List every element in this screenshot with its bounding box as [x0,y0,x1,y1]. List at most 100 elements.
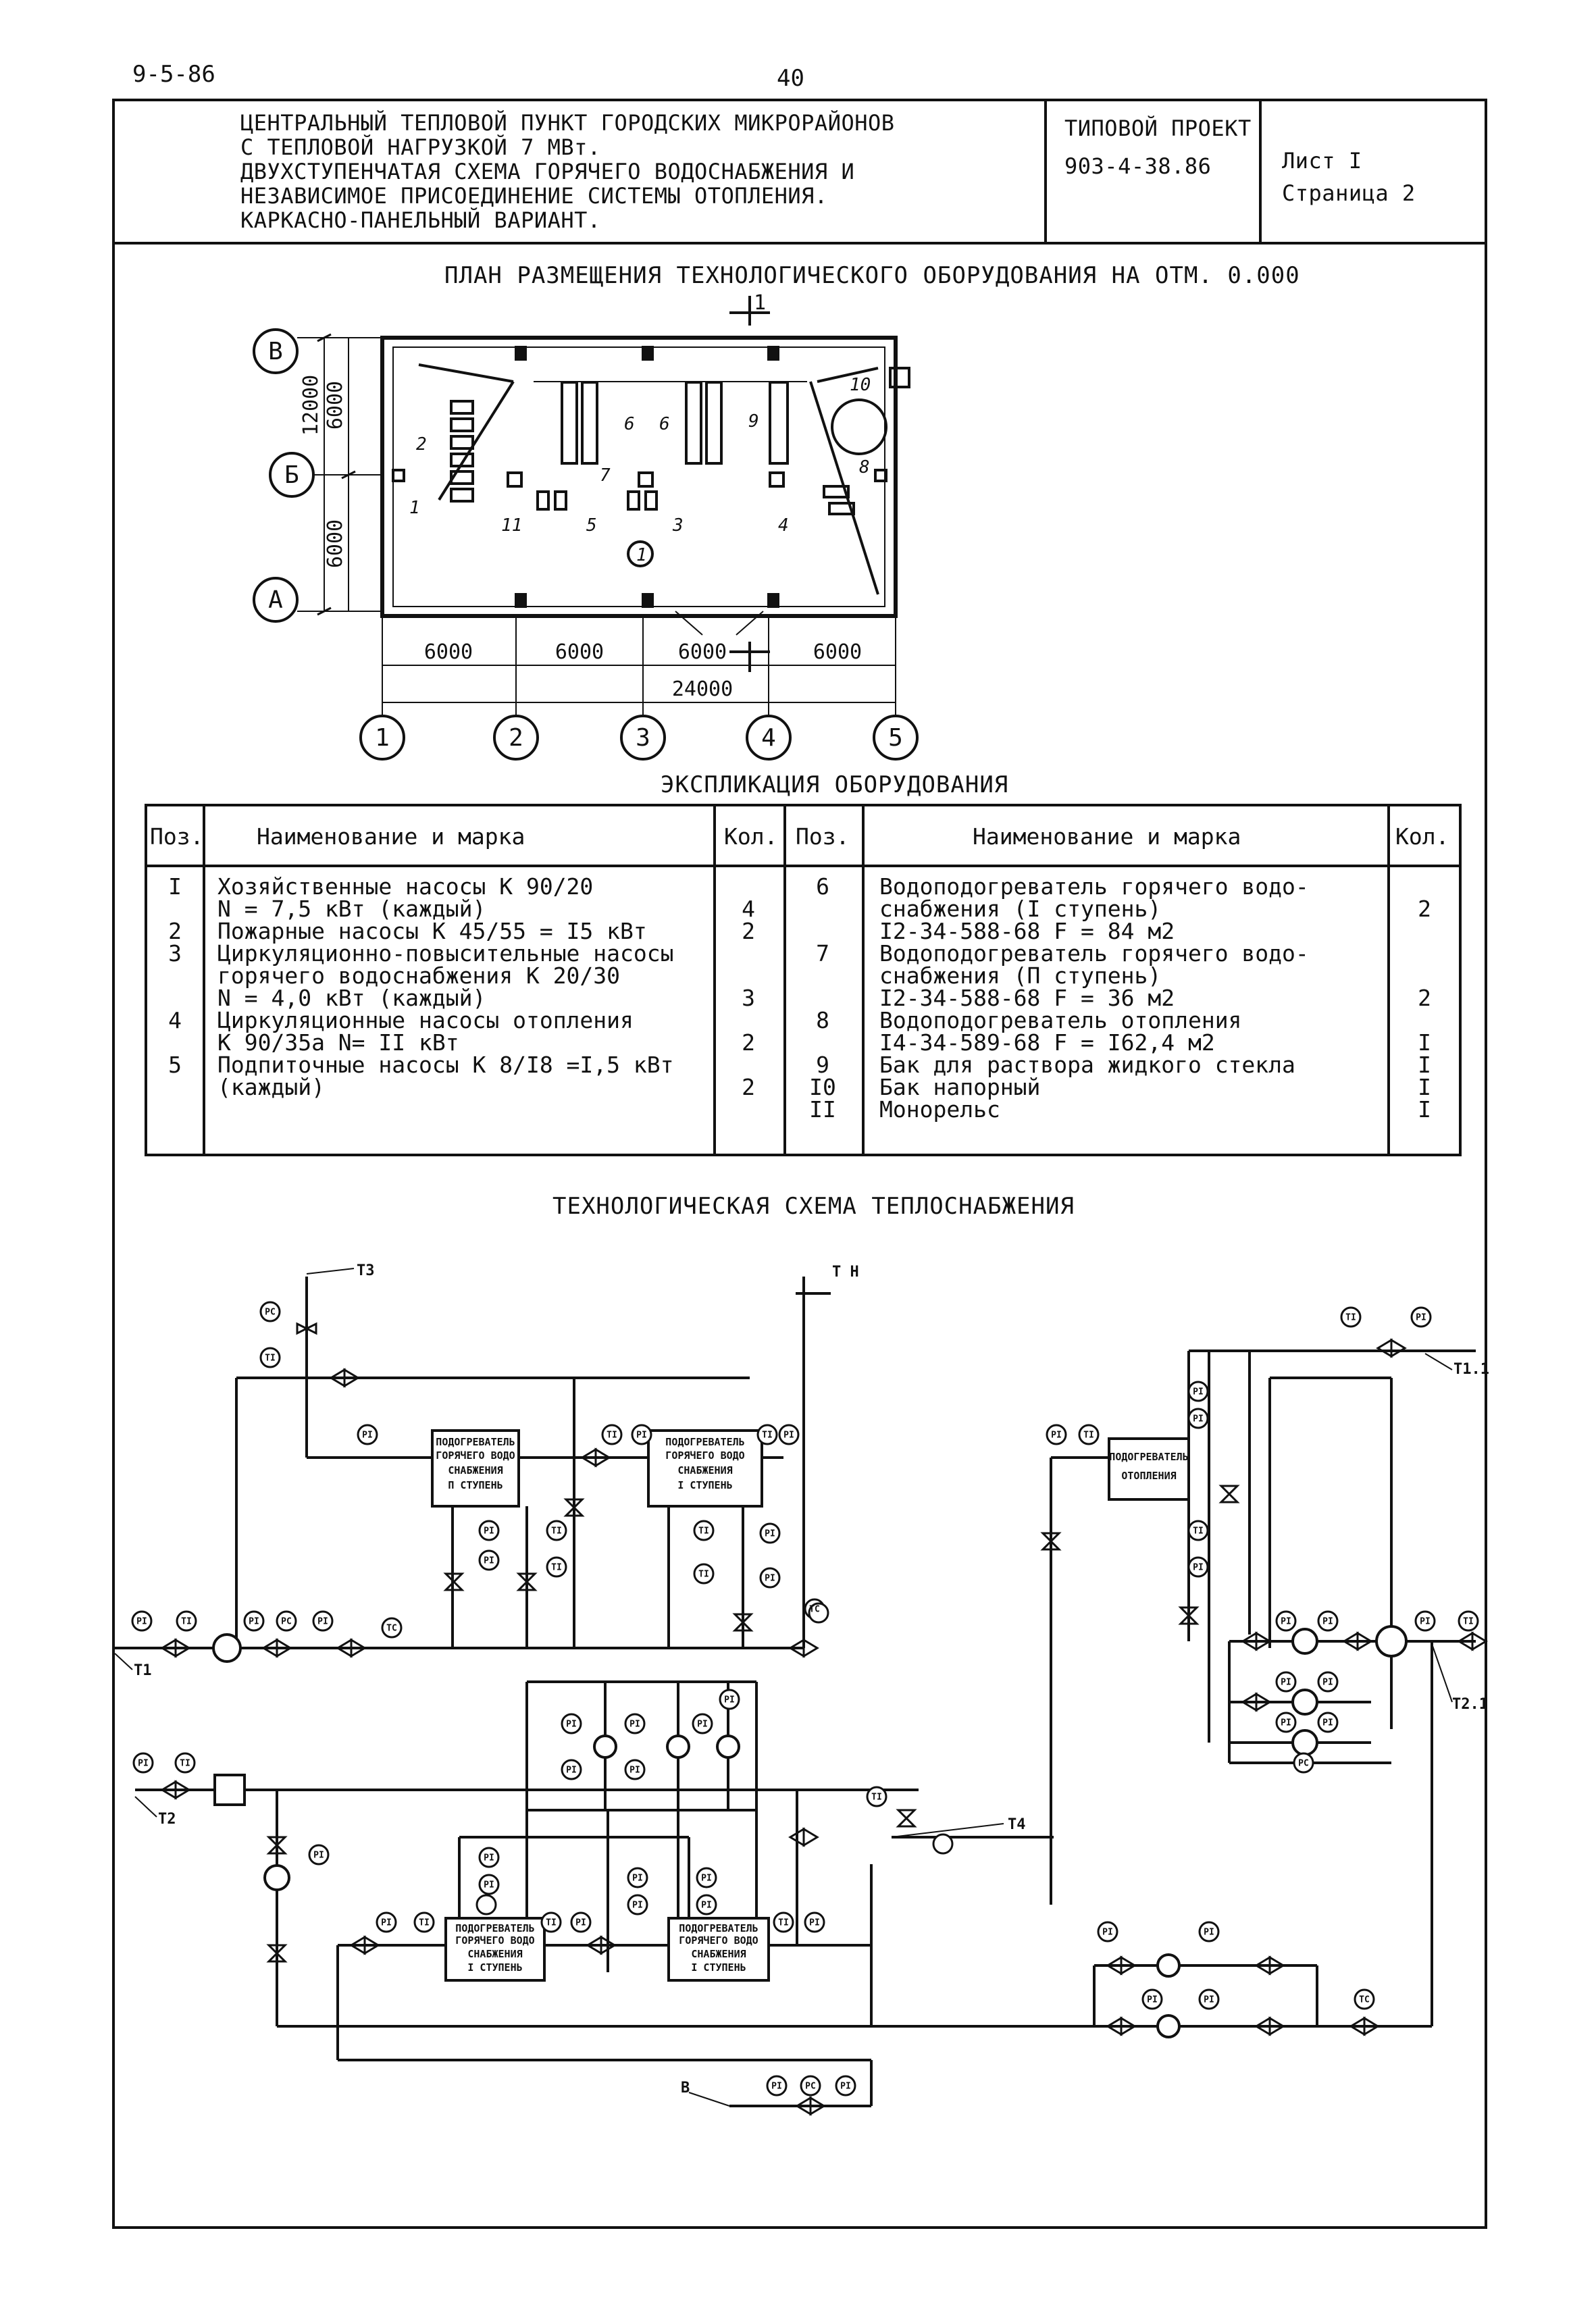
heater-label: ГОРЯЧЕГО ВОДО [679,1934,758,1947]
title-line: НЕЗАВИСИМОЕ ПРИСОЕДИНЕНИЕ СИСТЕМЫ ОТОПЛЕ… [240,183,828,209]
instrument-label: TI [265,1354,276,1364]
pump-icon [1156,2014,1181,2038]
position-tag: 5 [586,515,597,536]
table-cell: 7 [816,940,829,967]
heater-label: I СТУПЕНЬ [677,1479,732,1491]
instrument-label: PI [765,1574,775,1584]
pump-icon [263,1864,290,1891]
gauge-icon [756,1424,778,1445]
pump-icon [593,1734,617,1759]
pump-icon [1375,1625,1408,1657]
table-cell: Подпиточные насосы К 8/I8 =I,5 кВт [217,1052,674,1078]
valve-icon [1254,1955,1285,1976]
pipe-label-t1: Т1 [134,1662,152,1679]
instrument-label: PI [381,1918,392,1928]
instrument-label: PC [805,2082,816,2092]
gauge-icon [692,1713,713,1734]
pipe-label-v: В [681,2080,690,2097]
instrument-label: TC [386,1624,397,1634]
instrument-label: PI [1193,1563,1204,1573]
instrument-label: PI [1204,1995,1214,2005]
gauge-icon [719,1689,740,1710]
gauge-icon [561,1759,582,1780]
gauge-icon [696,1867,717,1888]
header-pos-right: Поз. [796,823,850,850]
building-outline [380,336,898,618]
table-cell [713,1054,783,1076]
page-label: Страница 2 [1282,180,1416,206]
instrument-label: TI [871,1793,882,1803]
instrument-label: PI [1281,1678,1291,1688]
right-name-column: Водоподогреватель горячего водо- снабжен… [879,875,1309,1121]
valve-icon [296,1322,317,1335]
axis-bubble [253,328,299,374]
dim-horizontal-total: 24000 [672,677,733,701]
valve-icon [1178,1606,1200,1625]
instrument-label: TI [698,1570,709,1580]
axis-label-row: Б [284,461,299,489]
drawing-frame: ЦЕНТРАЛЬНЫЙ ТЕПЛОВОЙ ПУНКТ ГОРОДСКИХ МИК… [112,99,1487,2229]
table-cell: N = 4,0 кВт (каждый) [217,985,486,1011]
valve-icon [1106,2016,1137,2036]
page-number: 40 [777,65,804,92]
table-cell: (каждый) [217,1074,325,1100]
dim-vertical: 6000 [324,381,347,430]
instrument-group [131,1301,1479,2097]
valve-icon [788,1638,819,1658]
instrument-label: PI [771,2082,782,2092]
instrument-label: PI [809,1918,820,1928]
heater-label: ПОДОГРЕВАТЕЛЬ [679,1922,758,1934]
table-cell: 2 [168,918,182,944]
title-line: ДВУХСТУПЕНЧАТАЯ СХЕМА ГОРЯЧЕГО ВОДОСНАБЖ… [240,159,855,184]
gauge-icon [808,1602,829,1624]
dim-horizontal: 6000 [555,640,604,664]
heater-hw-stage1-top [647,1429,763,1508]
table-cell: I2-34-588-68 F = 36 м2 [879,985,1175,1011]
instrument-label: PI [632,1901,643,1911]
axis-bubble [627,540,654,567]
gauge-icon [312,1610,334,1632]
header-name-left: Наименование и марка [257,823,525,850]
heater-label: I СТУПЕНЬ [467,1961,522,1974]
instrument-label: TI [698,1526,709,1537]
gauge-icon [308,1844,330,1866]
valve-icon [160,1780,191,1800]
gauge-icon [932,1833,954,1855]
instrument-label: PI [575,1918,586,1928]
table-cell: К 90/35а N= II кВт [217,1029,459,1056]
gauge-icon [1046,1424,1067,1445]
table-cell: I0 [809,1074,836,1100]
table-cell: Монорельс [879,1096,1000,1123]
gauge-icon [1141,1988,1163,2010]
header-qty-right: Кол. [1395,823,1449,850]
instrument-label: PI [484,1556,494,1566]
valve-icon [349,1935,380,1955]
heater-hw-stage1-bottom-right [667,1917,770,1982]
dim-vertical-total: 12000 [299,375,323,436]
sheet-number: Лист I [1282,148,1362,174]
valve-icon [516,1572,538,1591]
table-cell: N = 7,5 кВт (каждый) [217,896,486,922]
pump-icon [1291,1628,1318,1655]
gauge-icon [1317,1610,1339,1632]
table-cell: Циркуляционные насосы отопления [217,1007,634,1033]
plan-heater [685,381,702,465]
pipe-label-t4: Т4 [1008,1816,1026,1833]
left-name-column: Хозяйственные насосы К 90/20 N = 7,5 кВт… [217,875,674,1098]
scheme-title: ТЕХНОЛОГИЧЕСКАЯ СХЕМА ТЕПЛОСНАБЖЕНИЯ [552,1193,1075,1220]
gauge-icon [478,1874,500,1895]
heater-label: ОТОПЛЕНИЯ [1121,1470,1176,1482]
table-cell [147,898,203,920]
gauge-icon [693,1563,715,1585]
axis-bubble [359,715,405,761]
gauge-icon [176,1610,197,1632]
instrument-label: PC [265,1308,276,1318]
valve-icon [563,1498,585,1517]
table-cell [713,1009,783,1031]
table-cell: снабжения (I ступень) [879,896,1162,922]
instrument-label: TI [551,1526,562,1537]
gauge-icon [546,1520,567,1541]
valve-icon [1241,1631,1272,1651]
pipe-label-t3: Т3 [357,1262,375,1279]
plan-title: ПЛАН РАЗМЕЩЕНИЯ ТЕХНОЛОГИЧЕСКОГО ОБОРУДО… [444,262,1300,289]
